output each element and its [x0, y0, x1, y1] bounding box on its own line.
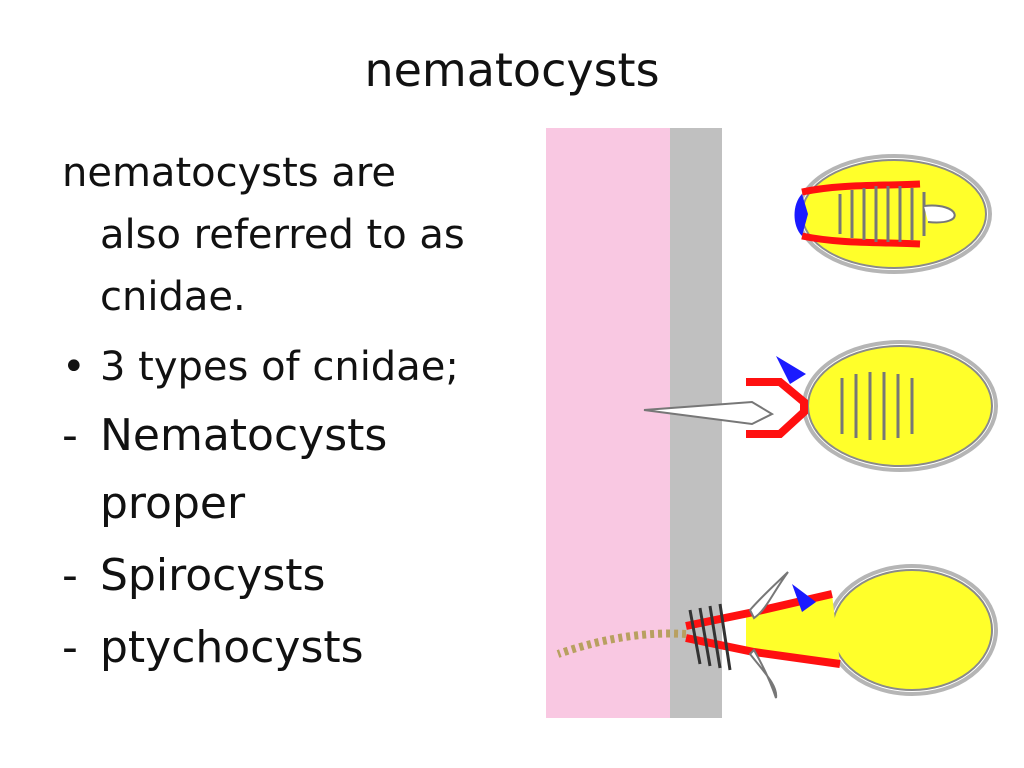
type-item-ptychocysts: - ptychocysts	[62, 614, 532, 682]
type-label: ptychocysts	[100, 622, 364, 673]
capsule-body	[831, 569, 993, 691]
intro-line-2: also referred to as	[100, 212, 465, 258]
type-item-nematocysts-cont: proper	[100, 478, 246, 529]
slide-title: nematocysts	[364, 43, 660, 97]
type-label: Spirocysts	[100, 550, 326, 601]
type-item-nematocysts: - Nematocysts	[62, 402, 532, 470]
bullet-text: 3 types of cnidae;	[100, 344, 459, 390]
stylets	[748, 571, 789, 699]
intro-line-1: nematocysts are	[62, 150, 397, 196]
operculum	[776, 356, 806, 384]
capsule-wall	[801, 180, 921, 248]
body-text: nematocysts are also referred to as cnid…	[62, 142, 532, 682]
dash-marker: -	[62, 410, 78, 461]
tubule	[556, 629, 687, 658]
prey-tissue	[546, 128, 670, 718]
type-item-spirocysts: - Spirocysts	[62, 542, 532, 610]
coiled-thread	[840, 372, 914, 440]
operculum	[794, 194, 808, 236]
nematocyst-diagram	[540, 124, 1010, 724]
nematocyst-diagram-svg	[546, 128, 998, 718]
dash-marker: -	[62, 622, 78, 673]
bullet-marker: •	[62, 344, 86, 390]
bullet-item: • 3 types of cnidae;	[62, 336, 532, 398]
type-label: Nematocysts	[100, 410, 388, 461]
dash-marker: -	[62, 550, 78, 601]
everting-thread	[746, 378, 808, 438]
intro-line-3: cnidae.	[100, 274, 246, 320]
undischarged-cnidocyte	[794, 154, 992, 274]
capsule-body	[807, 345, 993, 467]
discharged-cnidocyte	[556, 564, 998, 699]
shaft-spines	[688, 603, 732, 671]
coiled-thread	[838, 186, 926, 242]
thread-tip	[923, 204, 956, 224]
operculum	[792, 584, 816, 612]
discharging-cnidocyte	[643, 340, 998, 472]
stylet-barbs	[643, 400, 775, 426]
capsule-body	[801, 159, 987, 269]
